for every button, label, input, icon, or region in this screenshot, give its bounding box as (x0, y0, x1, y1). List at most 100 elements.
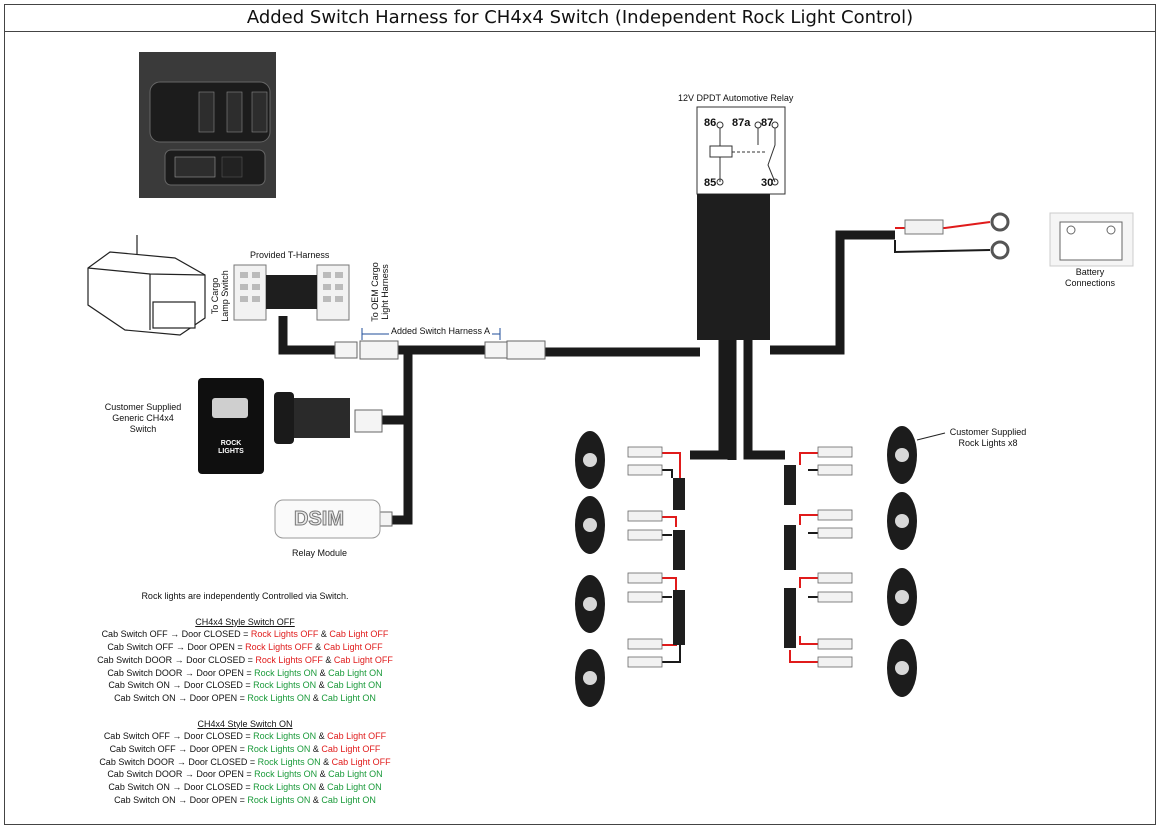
row-separator: & (310, 794, 322, 805)
truth-table-row: Cab Switch ON → Door CLOSED = Rock Light… (60, 781, 430, 794)
row-rock-lights-state: Rock Lights ON (254, 667, 318, 678)
relay-pin-85: 85 (704, 177, 717, 189)
relay-pin-87: 87 (761, 117, 774, 129)
switch-on-rows: Cab Switch OFF → Door CLOSED = Rock Ligh… (60, 730, 430, 806)
dsim-module (274, 499, 381, 539)
row-rock-lights-state: Rock Lights ON (253, 782, 317, 793)
relay (696, 106, 786, 340)
row-separator: & (316, 782, 328, 793)
row-rock-lights-state: Rock Lights ON (254, 769, 318, 780)
battery-wiring (894, 212, 1010, 260)
row-condition: Cab Switch OFF → Door OPEN = (107, 642, 246, 653)
truth-table-row: Cab Switch OFF → Door OPEN = Rock Lights… (60, 641, 430, 654)
row-rock-lights-state: Rock Lights OFF (250, 629, 319, 640)
row-separator: & (318, 629, 330, 640)
row-cab-light-state: Cab Light OFF (327, 731, 387, 742)
relay-module-label: Relay Module (292, 548, 348, 558)
truth-table-row: Cab Switch DOOR → Door CLOSED = Rock Lig… (60, 654, 430, 667)
row-cab-light-state: Cab Light OFF (331, 756, 391, 767)
switch-off-header: CH4x4 Style Switch OFF (195, 616, 295, 627)
switch-on-header: CH4x4 Style Switch ON (197, 718, 293, 729)
row-condition: Cab Switch ON → Door OPEN = (114, 794, 248, 805)
harness-wires (278, 230, 895, 525)
row-separator: & (320, 756, 332, 767)
rock-light-branch-left (627, 446, 685, 668)
relay-label: 12V DPDT Automotive Relay (678, 93, 794, 103)
switch-off-rows: Cab Switch OFF → Door CLOSED = Rock Ligh… (60, 628, 430, 704)
row-rock-lights-state: Rock Lights OFF (245, 642, 313, 653)
row-separator: & (310, 692, 322, 703)
row-cab-light-state: Cab Light OFF (333, 654, 393, 665)
row-cab-light-state: Cab Light ON (321, 794, 376, 805)
dashboard-photo (139, 52, 276, 198)
row-separator: & (317, 667, 329, 678)
truth-table-row: Cab Switch ON → Door CLOSED = Rock Light… (60, 679, 430, 692)
row-condition: Cab Switch ON → Door CLOSED = (108, 680, 254, 691)
cargo-lamp-switch-drawing (87, 235, 206, 336)
row-rock-lights-state: Rock Lights ON (253, 731, 317, 742)
battery-icon (1049, 212, 1134, 267)
oem-cargo-label: To OEM Cargo Light Harness (370, 262, 390, 322)
row-condition: Cab Switch DOOR → Door CLOSED = (99, 756, 258, 767)
harness-a-label: Added Switch Harness A (389, 326, 493, 337)
row-rock-lights-state: Rock Lights OFF (255, 654, 323, 665)
row-condition: Cab Switch OFF → Door CLOSED = (103, 731, 254, 742)
row-cab-light-state: Cab Light ON (327, 782, 382, 793)
truth-table-row: Cab Switch DOOR → Door OPEN = Rock Light… (60, 768, 430, 781)
truth-table-row: Cab Switch ON → Door OPEN = Rock Lights … (60, 692, 430, 705)
relay-pin-87a: 87a (732, 117, 751, 129)
row-cab-light-state: Cab Light OFF (321, 744, 381, 755)
row-condition: Cab Switch OFF → Door OPEN = (109, 744, 248, 755)
harness-connectors (334, 340, 546, 527)
row-separator: & (316, 680, 328, 691)
battery-label: Battery Connections (1064, 267, 1116, 288)
truth-table-row: Cab Switch DOOR → Door CLOSED = Rock Lig… (60, 756, 430, 769)
row-separator: & (317, 769, 329, 780)
truth-table-row: Cab Switch DOOR → Door OPEN = Rock Light… (60, 667, 430, 680)
row-rock-lights-state: Rock Lights ON (257, 756, 321, 767)
row-rock-lights-state: Rock Lights ON (247, 692, 311, 703)
truth-table-row: Cab Switch OFF → Door OPEN = Rock Lights… (60, 743, 430, 756)
row-cab-light-state: Cab Light OFF (329, 629, 389, 640)
truth-table-row: Cab Switch ON → Door OPEN = Rock Lights … (60, 794, 430, 807)
row-separator: & (316, 731, 328, 742)
row-cab-light-state: Cab Light OFF (323, 642, 383, 653)
rock-lights-left (575, 431, 605, 707)
row-separator: & (312, 642, 324, 653)
row-separator: & (322, 654, 334, 665)
rock-light-branch-right (784, 446, 853, 668)
row-cab-light-state: Cab Light ON (328, 769, 383, 780)
rock-lights-button-line1: ROCK (220, 440, 242, 447)
diagram-title: Added Switch Harness for CH4x4 Switch (I… (4, 4, 1156, 32)
rock-lights-label: Customer Supplied Rock Lights x8 (949, 427, 1027, 448)
t-harness-label: Provided T-Harness (250, 250, 330, 260)
rock-lights-leader (916, 432, 946, 441)
notes-intro: Rock lights are independently Controlled… (141, 591, 349, 601)
row-condition: Cab Switch ON → Door CLOSED = (108, 782, 254, 793)
row-condition: Cab Switch DOOR → Door OPEN = (107, 667, 255, 678)
truth-table-row: Cab Switch OFF → Door CLOSED = Rock Ligh… (60, 628, 430, 641)
customer-switch-label: Customer Supplied Generic CH4x4 Switch (104, 402, 182, 434)
row-separator: & (310, 744, 322, 755)
row-rock-lights-state: Rock Lights ON (247, 794, 311, 805)
row-cab-light-state: Cab Light ON (328, 667, 383, 678)
row-cab-light-state: Cab Light ON (327, 680, 382, 691)
diagram-frame (4, 4, 1156, 825)
rock-lights-right (887, 426, 917, 697)
relay-pin-30: 30 (761, 177, 774, 189)
truth-table-notes: Rock lights are independently Controlled… (60, 590, 430, 807)
dsim-logo: DSIM (294, 508, 345, 531)
relay-pin-86: 86 (704, 117, 717, 129)
row-cab-light-state: Cab Light ON (321, 692, 376, 703)
truth-table-row: Cab Switch OFF → Door CLOSED = Rock Ligh… (60, 730, 430, 743)
row-condition: Cab Switch OFF → Door CLOSED = (101, 629, 251, 640)
row-condition: Cab Switch DOOR → Door CLOSED = (97, 654, 256, 665)
row-condition: Cab Switch ON → Door OPEN = (114, 692, 248, 703)
cargo-lamp-label: To Cargo Lamp Switch (210, 270, 230, 322)
row-rock-lights-state: Rock Lights ON (247, 744, 311, 755)
ch4x4-switch (198, 378, 350, 474)
row-condition: Cab Switch DOOR → Door OPEN = (107, 769, 255, 780)
t-harness (233, 264, 350, 321)
row-rock-lights-state: Rock Lights ON (253, 680, 317, 691)
